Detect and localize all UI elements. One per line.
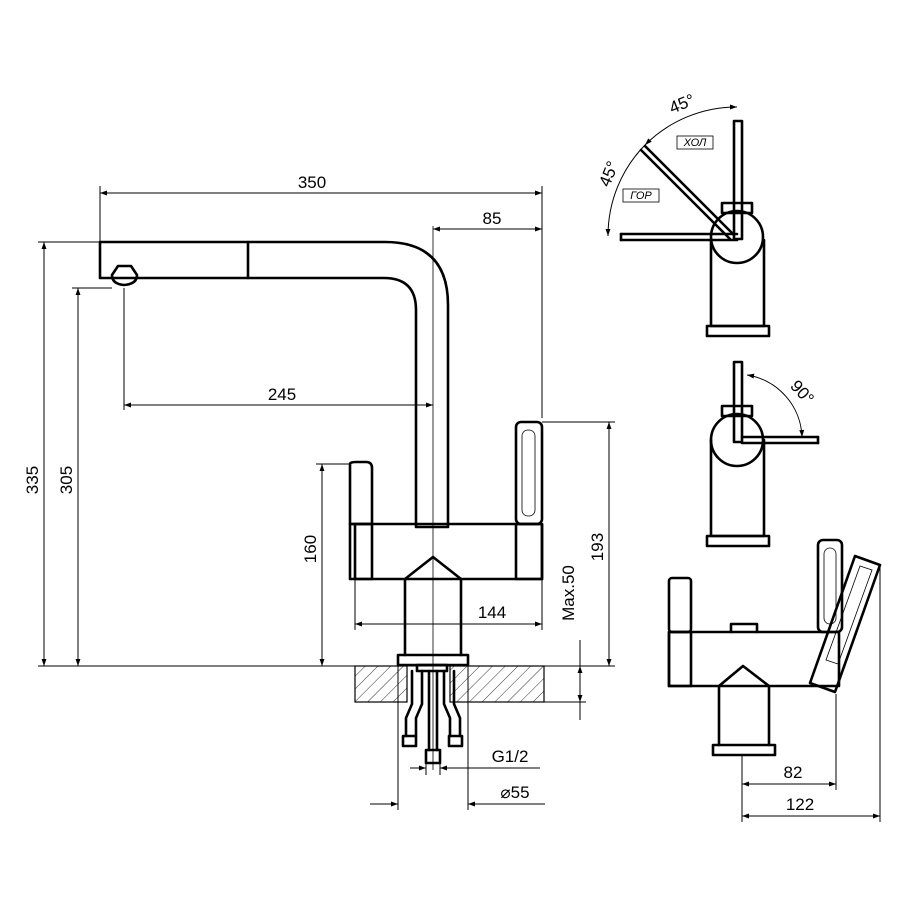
supply-hoses bbox=[401, 669, 464, 765]
dim-85-label: 85 bbox=[483, 209, 502, 228]
dim-193-label: 193 bbox=[588, 533, 607, 561]
left-handle bbox=[348, 460, 374, 581]
dim-max50-label: Max.50 bbox=[559, 565, 578, 621]
dim-305-label: 305 bbox=[57, 466, 76, 494]
hot-label: ГОР bbox=[630, 190, 652, 202]
mixer-body bbox=[353, 522, 544, 673]
dimension-lines: 350 85 245 335 305 160 193 144 Max.50 G1… bbox=[23, 173, 615, 810]
right-handle bbox=[514, 420, 544, 581]
lever-angle-view: ХОЛ ГОР 45° 45° bbox=[595, 90, 771, 338]
angle-45-top-label: 45° bbox=[666, 90, 697, 117]
dim-160-label: 160 bbox=[301, 535, 320, 563]
dim-350-label: 350 bbox=[298, 173, 326, 192]
dim-144-label: 144 bbox=[478, 603, 506, 622]
dim-122-label: 122 bbox=[786, 795, 814, 814]
spout bbox=[98, 240, 450, 529]
dim-82-label: 82 bbox=[784, 763, 803, 782]
lever-90-view: 90° bbox=[705, 360, 820, 548]
countertop-section bbox=[354, 665, 545, 703]
dim-g12-label: G1/2 bbox=[492, 747, 529, 766]
cold-label: ХОЛ bbox=[683, 137, 707, 149]
dim-335-label: 335 bbox=[23, 466, 42, 494]
front-view: 82 122 bbox=[667, 538, 882, 822]
dim-245-label: 245 bbox=[268, 385, 296, 404]
dim-55-label: ⌀55 bbox=[500, 783, 529, 802]
main-side-view bbox=[98, 226, 545, 770]
